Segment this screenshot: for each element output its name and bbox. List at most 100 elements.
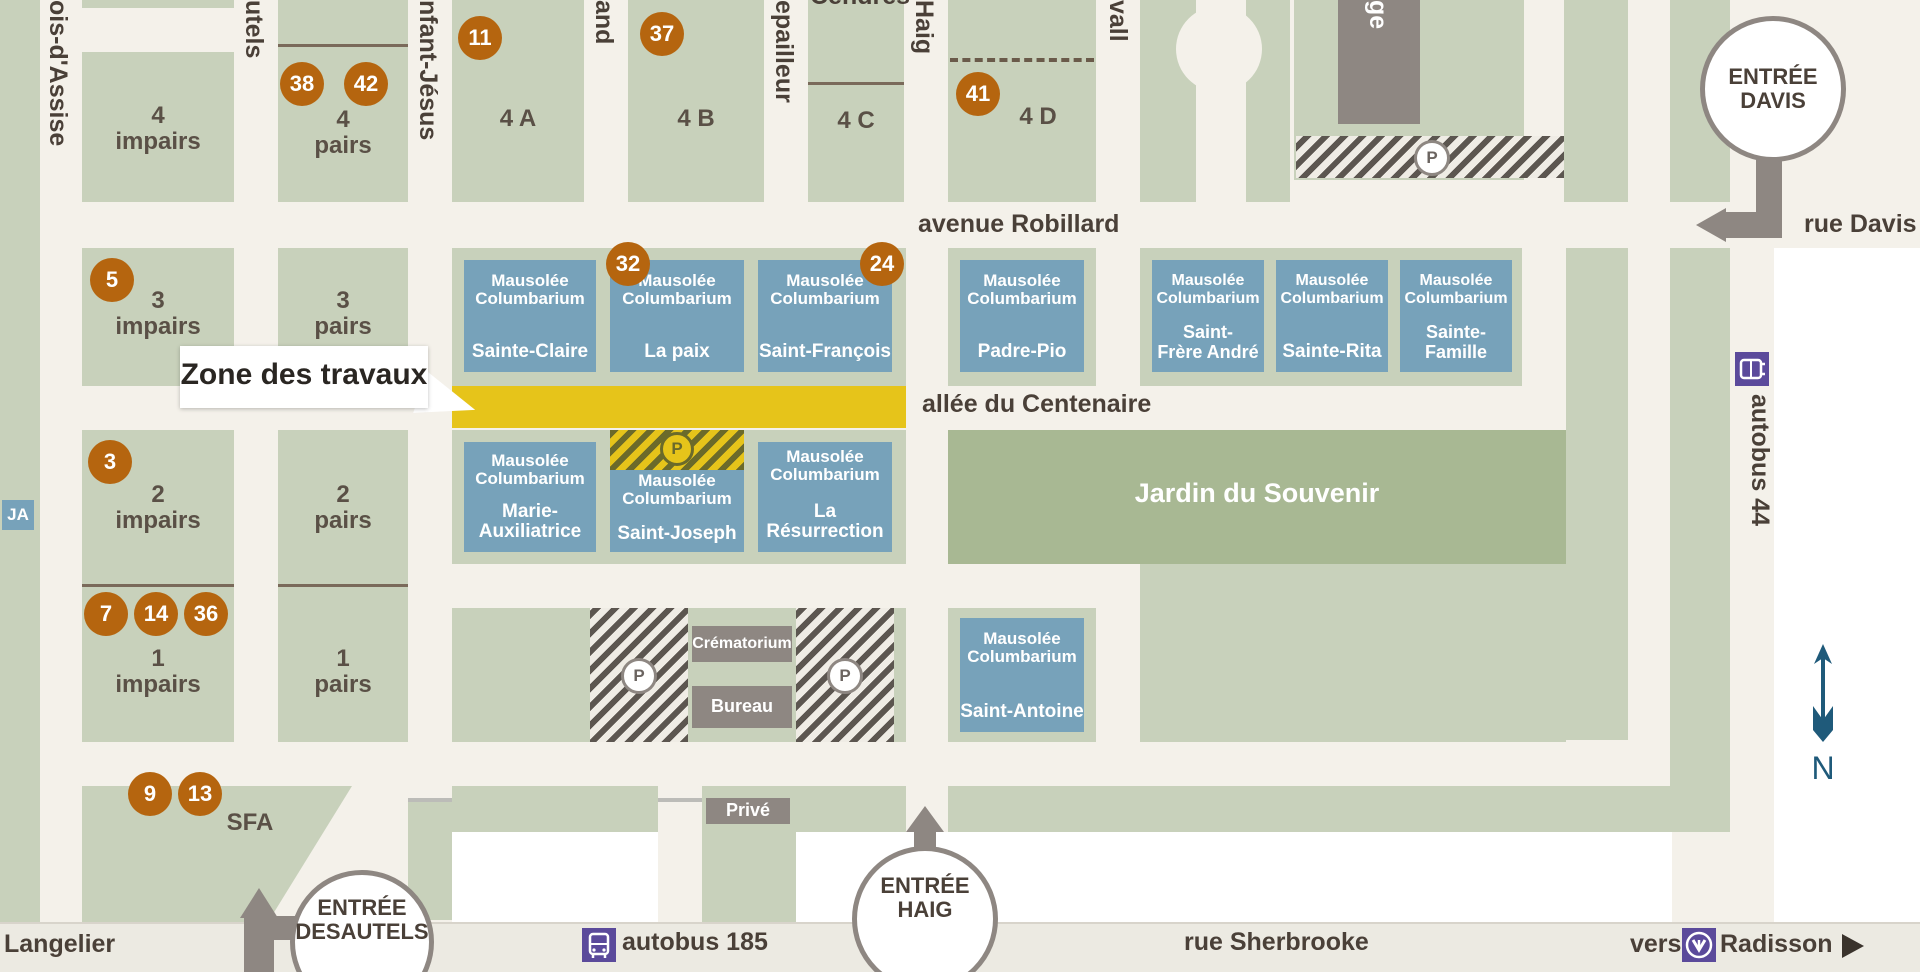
section-label-3-impairs: 3 impairs [115,287,201,340]
marker-24[interactable]: 24 [860,242,904,286]
section-4c[interactable] [808,0,904,202]
section-1-pairs[interactable] [278,587,408,742]
mausoleum-name: Padre-Pio [977,341,1067,362]
mausoleum-name: Saint-Antoine [960,701,1084,722]
street-autobus-44: autobus 44 [1746,394,1774,526]
works-callout [180,346,428,408]
marker-37[interactable]: 37 [640,12,684,56]
mausoleum-name: La Résurrection [766,501,884,542]
mausoleum-name: Saint-François [759,341,891,362]
mausoleum-marie-auxiliatrice[interactable]: Mausolée Columbarium Marie- Auxiliatrice [464,442,596,552]
marker-42[interactable]: 42 [344,62,388,106]
crematorium-building[interactable] [692,626,792,662]
mausoleum-padre-pio[interactable]: Mausolée Columbarium Padre-Pio [960,260,1084,372]
divider-line [278,44,408,47]
mausoleum-la-resurrection[interactable]: Mausolée Columbarium La Résurrection [758,442,892,552]
entry-desautels[interactable]: ENTRÉE DESAUTELS [290,870,434,972]
street-lepailleur: epailleur [770,0,798,103]
mausoleum-name: Sainte-Claire [471,341,589,362]
entry-desautels-label: ENTRÉE DESAUTELS [295,895,429,944]
street-vers: vers [1630,930,1682,958]
mausoleum-sainte-claire[interactable]: Mausolée Columbarium Sainte-Claire [464,260,596,372]
street-avenue-robillard: avenue Robillard [918,210,1120,238]
mausoleum-title: Mausolée Columbarium [475,451,585,488]
street-vall: vall [1104,0,1132,42]
section-2-pairs[interactable] [278,430,408,584]
marker-38[interactable]: 38 [280,62,324,106]
entry-haig[interactable]: ENTRÉE HAIG [852,846,998,972]
section-label-4a: 4 A [499,105,537,132]
street-francois-assise: ois-d'Assise [44,0,72,147]
north-label: N [1811,750,1835,786]
section-label-1-impairs: 1 impairs [115,645,201,698]
bus-icon-svg [588,932,610,958]
mausoleum-saint-antoine[interactable]: Mausolée Columbarium Saint-Antoine [960,618,1084,732]
prive-road-line [658,798,702,802]
section-label-sfa: SFA [226,809,274,836]
bus-icon [1735,352,1769,386]
street-langelier: Langelier [4,930,116,958]
mausoleum-saint-joseph[interactable]: Mausolée Columbarium Saint-Joseph [610,470,744,552]
works-zone-road[interactable] [452,386,906,428]
section-label-2-impairs: 2 impairs [115,481,201,534]
davis-entry-arrow-head [1696,208,1726,242]
east-gap-road [1524,180,1564,202]
entry-davis-label: ENTRÉE DAVIS [1728,64,1818,113]
marker-32[interactable]: 32 [606,242,650,286]
mausoleum-title: Mausolée Columbarium [1156,272,1260,307]
section-far-east-strip [1670,248,1730,832]
building-top [1338,0,1420,124]
prive-sign [706,798,790,824]
marker-11[interactable]: 11 [458,16,502,60]
marker-13[interactable]: 13 [178,772,222,816]
metro-icon [1682,928,1716,962]
section-4-impairs[interactable] [82,52,234,202]
marker-7[interactable]: 7 [84,592,128,636]
divider-line [278,584,408,587]
entry-davis[interactable]: ENTRÉE DAVIS [1700,16,1846,162]
section-label-4-impairs: 4 impairs [115,102,201,155]
jardin-du-souvenir[interactable] [948,430,1566,564]
dashed-line [950,58,1094,62]
mausoleum-sainte-famille[interactable]: Mausolée Columbarium Sainte- Famille [1400,260,1512,372]
street-ge: ge [1364,0,1392,30]
mausoleum-name: Sainte- Famille [1424,322,1488,362]
section-label-1-pairs: 1 pairs [314,645,372,698]
mausoleum-name: La paix [644,341,710,362]
section-label-3-pairs: 3 pairs [314,287,372,340]
haig-entry-arrow-head [906,806,944,832]
mausoleum-title: Mausolée Columbarium [967,629,1077,666]
marker-36[interactable]: 36 [184,592,228,636]
marker-9[interactable]: 9 [128,772,172,816]
section-south-west [0,0,40,922]
davis-entry-arrow-bar [1724,212,1782,238]
bureau-building[interactable] [692,686,792,728]
divider-line [808,82,904,85]
mausoleum-title: Mausolée Columbarium [770,271,880,308]
bus-icon-svg [1739,358,1765,380]
marker-3[interactable]: 3 [88,440,132,484]
mausoleum-name: Marie- Auxiliatrice [478,501,582,542]
section-east-strip [1566,248,1628,740]
marker-14[interactable]: 14 [134,592,178,636]
marker-41[interactable]: 41 [956,72,1000,116]
marker-5[interactable]: 5 [90,258,134,302]
garden-label: Jardin du Souvenir [1134,478,1380,508]
street-haig: Haig [910,0,938,55]
entry-haig-label: ENTRÉE HAIG [880,873,970,922]
section-label-2-pairs: 2 pairs [314,481,372,534]
ja-badge[interactable] [2,500,34,530]
section-label-4c: 4 C [837,107,875,134]
prive-label: Privé [725,800,771,820]
desautels-entry-arrow-head [240,888,278,918]
play-arrow-icon [1842,934,1864,958]
mausoleum-name: Saint-Joseph [617,523,737,544]
mausoleum-title: Mausolée Columbarium [622,271,732,308]
section-south-4 [948,786,1672,832]
section-label-4b: 4 B [677,105,715,132]
mausoleum-frere-andre[interactable]: Mausolée Columbarium Saint- Frère André [1152,260,1264,372]
mausoleum-title: Mausolée Columbarium [967,271,1077,308]
street-rue-sherbrooke: rue Sherbrooke [1184,928,1369,956]
divider-line [82,584,234,587]
mausoleum-sainte-rita[interactable]: Mausolée Columbarium Sainte-Rita [1276,260,1388,372]
